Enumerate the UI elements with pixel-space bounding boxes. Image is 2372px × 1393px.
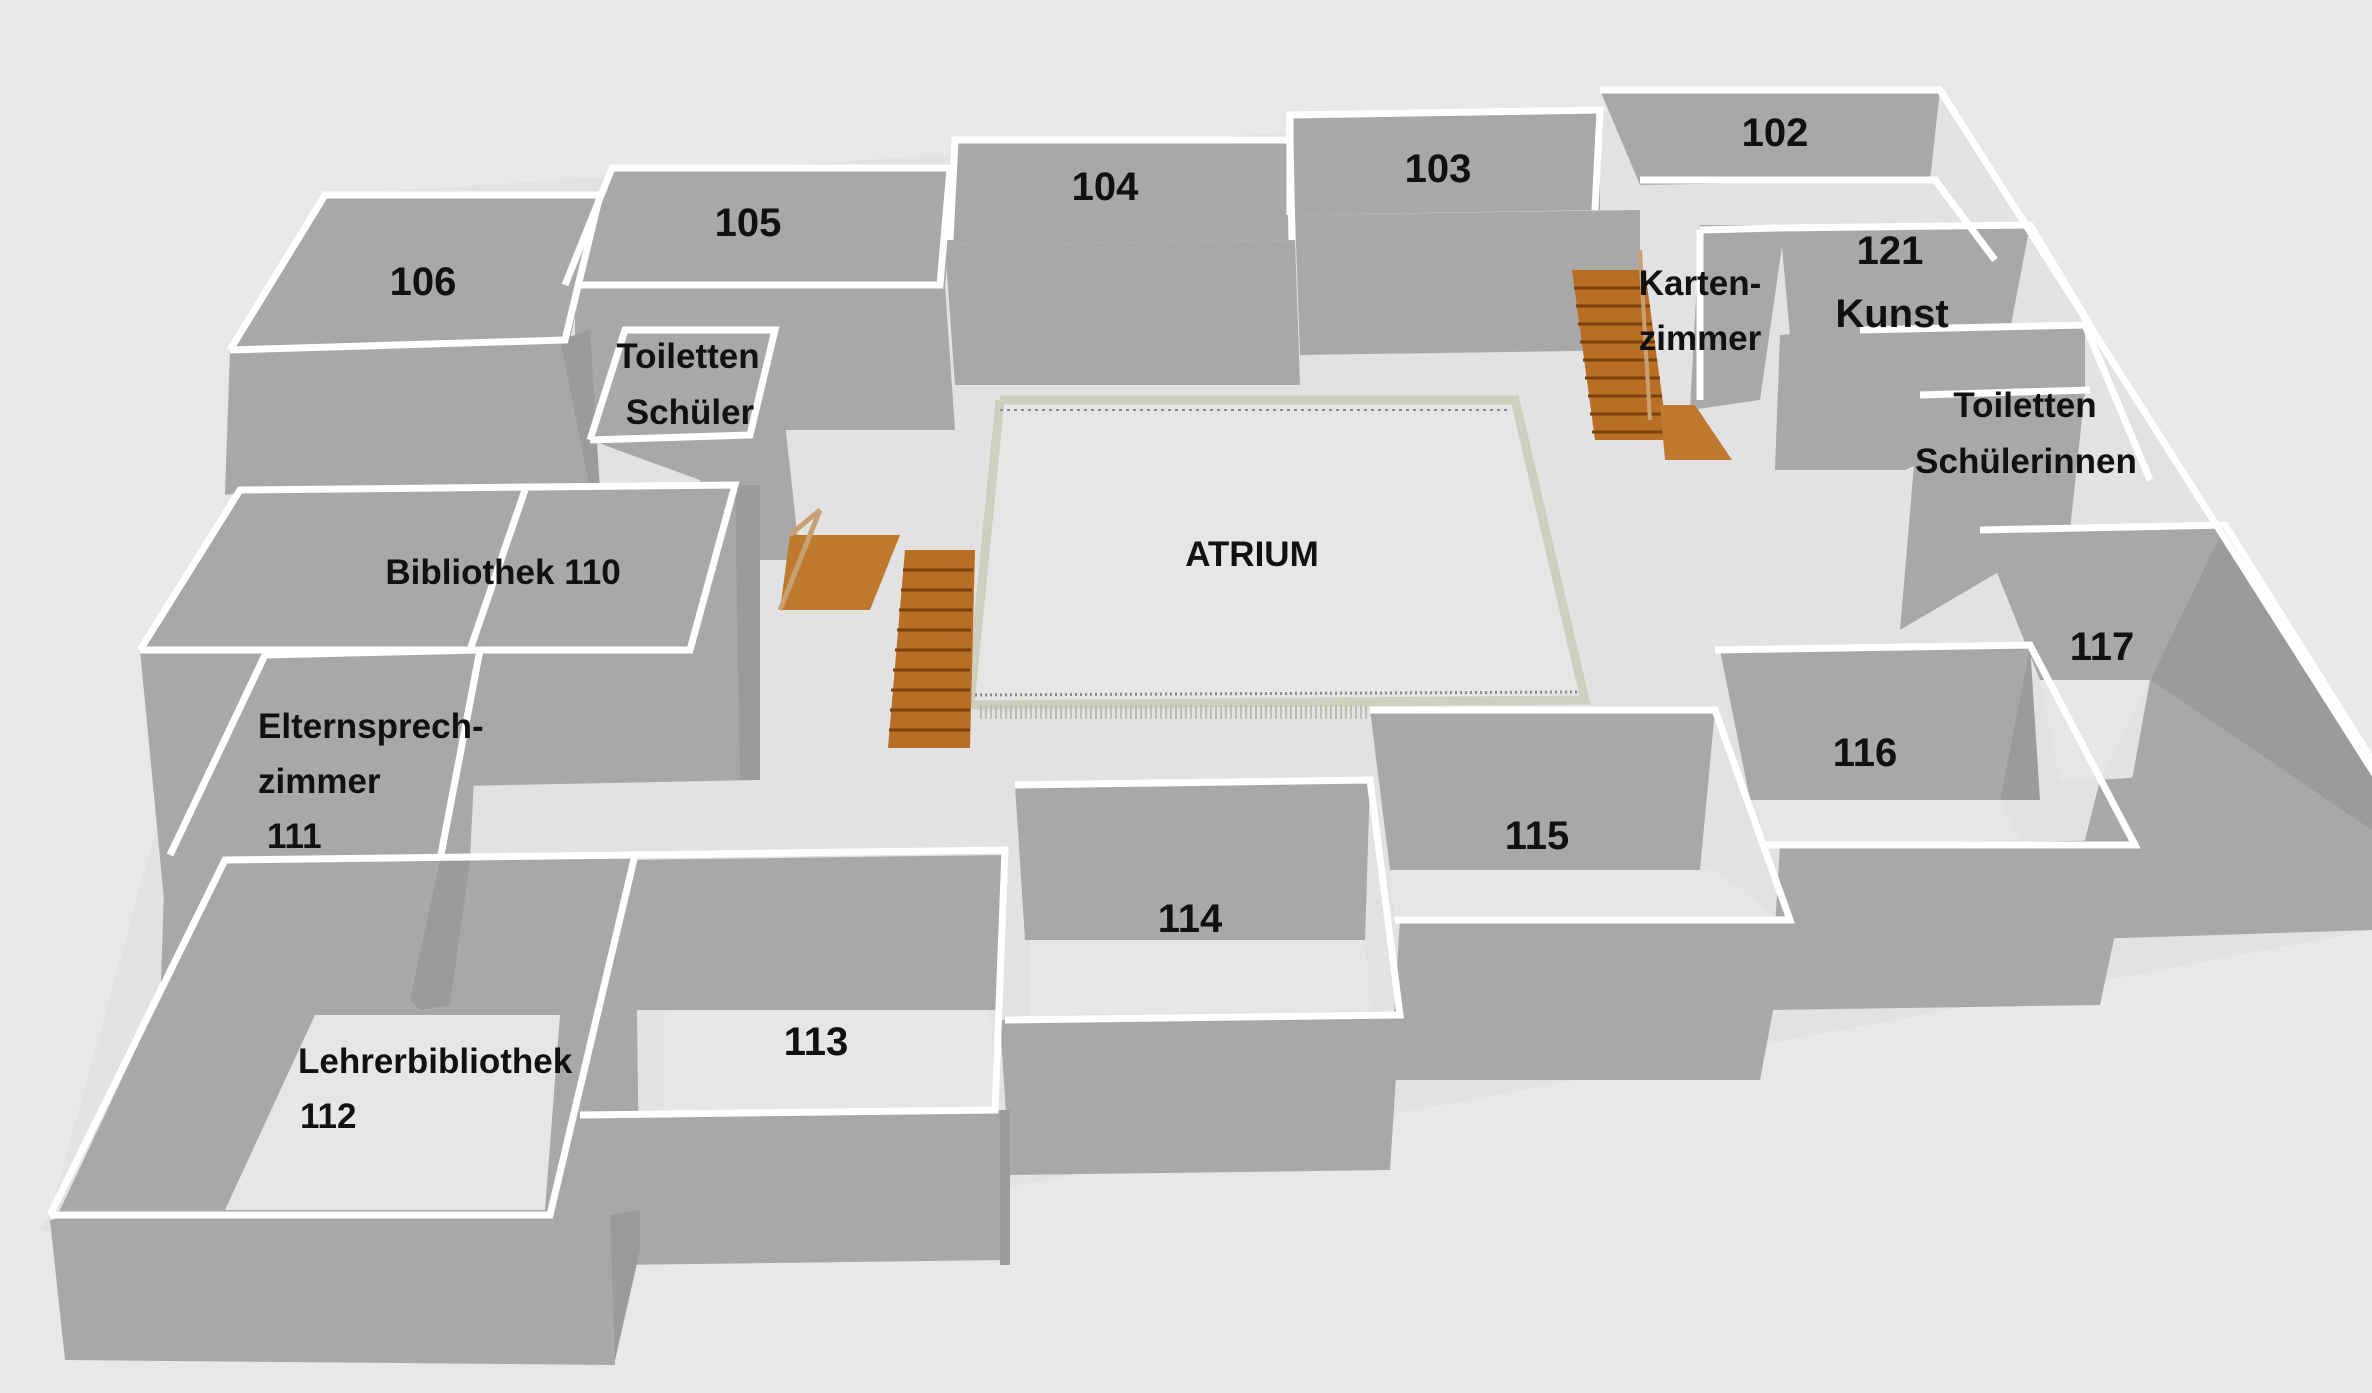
label-toiletten-schueler-line2: Schüler [626,393,755,432]
label-room-103: 103 [1405,147,1472,191]
room-floors [225,680,2150,1210]
label-lehrerbibliothek-line2: 112 [300,1097,356,1136]
atrium [965,395,1591,719]
label-elternsprechzimmer-line1: Elternsprech- [258,707,484,746]
label-toiletten-schueler-line1: Toiletten [616,337,759,376]
label-bibliothek-110: Bibliothek 110 [385,553,620,592]
label-room-114: 114 [1158,897,1223,941]
stairs-left [777,508,975,748]
label-elternsprechzimmer-line2: zimmer [258,762,381,801]
label-lehrerbibliothek-line1: Lehrerbibliothek [298,1042,573,1081]
label-kartenzimmer-line2: zimmer [1639,319,1762,358]
label-room-116: 116 [1833,731,1898,775]
label-kartenzimmer-line1: Karten- [1639,264,1762,303]
label-room-121: 121 [1857,229,1924,273]
label-room-117: 117 [2070,625,2135,669]
label-elternsprechzimmer-line3: 111 [267,817,322,856]
label-room-104: 104 [1072,165,1139,209]
wall-shadows [410,330,2372,1360]
label-room-102: 102 [1742,111,1809,155]
label-atrium: ATRIUM [1185,535,1319,574]
label-room-115: 115 [1505,814,1570,858]
wall-tops [46,86,2372,1219]
label-room-113: 113 [784,1020,849,1064]
label-toiletten-schuelerinnen-line1: Toiletten [1953,386,2096,425]
stairs-right [1572,249,1732,460]
room-labels: 106 105 104 103 102 121 Kunst Karten- zi… [258,111,2137,1136]
label-room-106: 106 [390,260,457,304]
label-toiletten-schuelerinnen-line2: Schülerinnen [1915,442,2137,481]
label-room-105: 105 [715,201,782,245]
label-kunst: Kunst [1835,292,1948,336]
